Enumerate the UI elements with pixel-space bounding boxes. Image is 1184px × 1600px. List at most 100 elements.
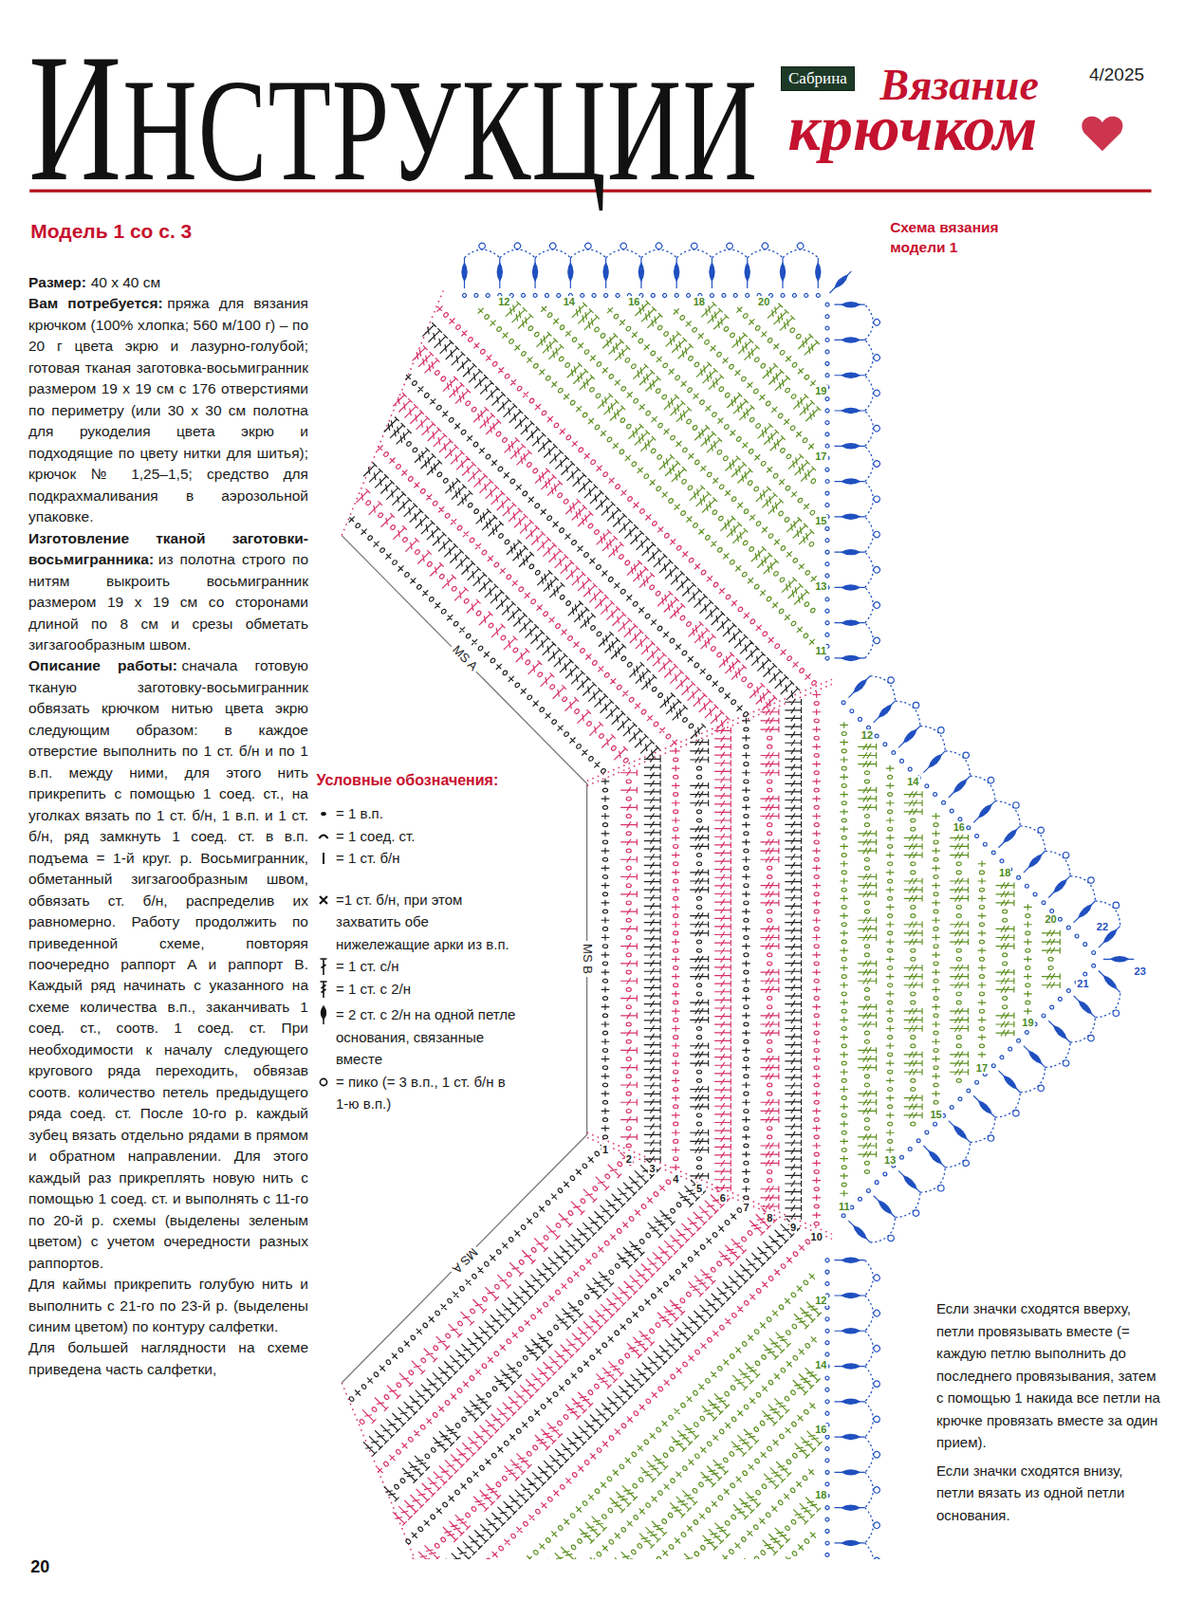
row-number: 19 bbox=[1020, 1017, 1035, 1029]
treble-crochet-symbol bbox=[320, 981, 328, 999]
legend-entry: = 1 ст. с 2/н bbox=[316, 978, 521, 1001]
row-number: 12 bbox=[497, 296, 511, 308]
paragraph: Вам потребуется:пряжа для вязания крючко… bbox=[28, 293, 309, 528]
row-number: 14 bbox=[814, 1359, 828, 1371]
row-number: 16 bbox=[952, 821, 966, 833]
row-number: 3 bbox=[647, 1163, 656, 1175]
legend-entry: = 1 ст. с/н bbox=[316, 955, 521, 979]
note-text: Если значки сходятся внизу, петли вязать… bbox=[936, 1462, 1125, 1524]
paragraph-text: Для каймы прикрепить голубую нить и выпо… bbox=[28, 1276, 309, 1335]
paragraph-heading: Описание работы: bbox=[28, 657, 178, 674]
row-number: 15 bbox=[814, 515, 828, 527]
row-number: 2 bbox=[625, 1153, 633, 1166]
row-number: 20 bbox=[757, 296, 771, 308]
row-number: 17 bbox=[975, 1062, 989, 1074]
chart-section bbox=[263, 1060, 1052, 1560]
row-number: 11 bbox=[814, 645, 828, 657]
section-label: MS A bbox=[446, 641, 481, 676]
paragraph-text: 40 х 40 см bbox=[91, 274, 162, 291]
legend-text: =1 ст. б/н, при этом захватить обе нижел… bbox=[335, 891, 510, 953]
single-crochet-symbol bbox=[322, 852, 325, 865]
legend-heading: Условные обозначения: bbox=[316, 772, 500, 790]
paragraph-text: Для большей наглядности на схеме приведе… bbox=[28, 1339, 309, 1377]
row-number: 11 bbox=[837, 1201, 851, 1213]
legend-symbol bbox=[316, 848, 331, 870]
cluster-symbol bbox=[320, 1006, 327, 1026]
row-number: 8 bbox=[765, 1212, 774, 1224]
paragraph: Описание работы:сначала готовую тканую з… bbox=[28, 655, 309, 1275]
row-number: 12 bbox=[814, 1295, 828, 1307]
chain-symbol bbox=[320, 812, 327, 816]
section-label: MS B bbox=[580, 941, 594, 978]
chart-clip bbox=[263, 1060, 1052, 1560]
brand-box: Сабрина bbox=[780, 66, 855, 92]
row-number: 5 bbox=[695, 1183, 703, 1195]
row-number: 12 bbox=[860, 729, 874, 741]
note: Если значки сходятся внизу, петли вязать… bbox=[936, 1460, 1165, 1528]
legend-text: = 1 соед. ст. bbox=[335, 828, 415, 845]
paragraph: Изготовление тканой заготовки-восьмигран… bbox=[28, 528, 309, 657]
legend-text: = 1 ст. б/н bbox=[335, 850, 401, 867]
legend-entry: = пико (= 3 в.п., 1 ст. б/н в 1-ю в.п.) bbox=[316, 1071, 521, 1116]
legend-symbol bbox=[316, 1072, 331, 1093]
row-number: 18 bbox=[814, 1489, 828, 1501]
row-number: 18 bbox=[692, 296, 706, 308]
legend-text: = 1 ст. с/н bbox=[335, 958, 399, 975]
legend-symbol bbox=[316, 889, 331, 911]
legend: = 1 в.п. = 1 соед. ст. = 1 ст. б/н =1 ст. б… bbox=[316, 802, 521, 1116]
text-column: Размер:40 х 40 смВам потребуется:пряжа д… bbox=[28, 272, 309, 1381]
legend-entry: =1 ст. б/н, при этом захватить обе нижел… bbox=[316, 888, 521, 957]
paragraph: Для каймы прикрепить голубую нить и выпо… bbox=[28, 1274, 309, 1338]
legend-symbol bbox=[316, 803, 331, 825]
legend-symbol bbox=[316, 1004, 331, 1026]
row-number: 14 bbox=[562, 296, 576, 308]
legend-text: = 2 ст. с 2/н на одной петле основания, … bbox=[335, 1006, 516, 1068]
row-number: 20 bbox=[1043, 913, 1057, 925]
row-number: 15 bbox=[928, 1109, 943, 1121]
row-number: 17 bbox=[814, 450, 828, 463]
row-number: 9 bbox=[789, 1221, 797, 1234]
note-text: Если значки сходятся вверху, петли провя… bbox=[936, 1300, 1161, 1451]
legend-symbol bbox=[316, 826, 331, 848]
legend-entry: = 1 соед. ст. bbox=[316, 825, 521, 849]
paragraph-text: сначала готовую тканую заготовку-восьмиг… bbox=[28, 657, 309, 1271]
row-number: 7 bbox=[741, 1202, 750, 1214]
logo-text: крючком bbox=[788, 95, 1038, 161]
double-crochet-symbol bbox=[320, 959, 328, 976]
page-number: 20 bbox=[30, 1557, 50, 1578]
slip-stitch-symbol bbox=[319, 834, 329, 839]
issue-number: 4/2025 bbox=[1089, 64, 1145, 86]
row-number: 19 bbox=[814, 385, 828, 397]
chart-section bbox=[587, 676, 1135, 1243]
row-number: 13 bbox=[883, 1154, 897, 1166]
model-heading: Модель 1 со с. 3 bbox=[30, 220, 192, 243]
row-number: 13 bbox=[814, 580, 828, 592]
paragraph: Для большей наглядности на схеме приведе… bbox=[28, 1337, 309, 1381]
row-number: 23 bbox=[1133, 965, 1147, 978]
legend-entry: = 1 в.п. bbox=[316, 802, 521, 826]
row-number: 22 bbox=[1095, 921, 1110, 933]
picot-symbol bbox=[319, 1078, 327, 1086]
row-number: 6 bbox=[719, 1192, 727, 1204]
legend-entry: = 1 ст. б/н bbox=[316, 847, 521, 870]
chart-heading: Схема вязания модели 1 bbox=[889, 217, 1023, 258]
row-number: 14 bbox=[906, 776, 920, 788]
row-number: 18 bbox=[998, 867, 1012, 879]
row-number: 1 bbox=[601, 1144, 610, 1156]
brand-name: Сабрина bbox=[788, 69, 848, 88]
row-number: 4 bbox=[671, 1173, 680, 1185]
row-number: 16 bbox=[627, 296, 641, 308]
legend-symbol bbox=[316, 979, 331, 1000]
legend-text: = 1 в.п. bbox=[335, 805, 384, 822]
paragraph-heading: Вам потребуется: bbox=[28, 295, 164, 312]
row-number: 10 bbox=[810, 1231, 824, 1243]
legend-text: = 1 ст. с 2/н bbox=[335, 980, 411, 998]
legend-entry: = 2 ст. с 2/н на одной петле основания, … bbox=[316, 1003, 521, 1072]
row-number: 21 bbox=[1075, 978, 1090, 990]
row-number: 16 bbox=[814, 1424, 828, 1436]
section-label: MS A bbox=[446, 1243, 481, 1278]
yarn-heart bbox=[1081, 116, 1123, 151]
notes-column: Если значки сходятся вверху, петли провя… bbox=[936, 1297, 1165, 1533]
paragraph: Размер:40 х 40 см bbox=[28, 272, 309, 294]
note: Если значки сходятся вверху, петли провя… bbox=[936, 1297, 1165, 1455]
